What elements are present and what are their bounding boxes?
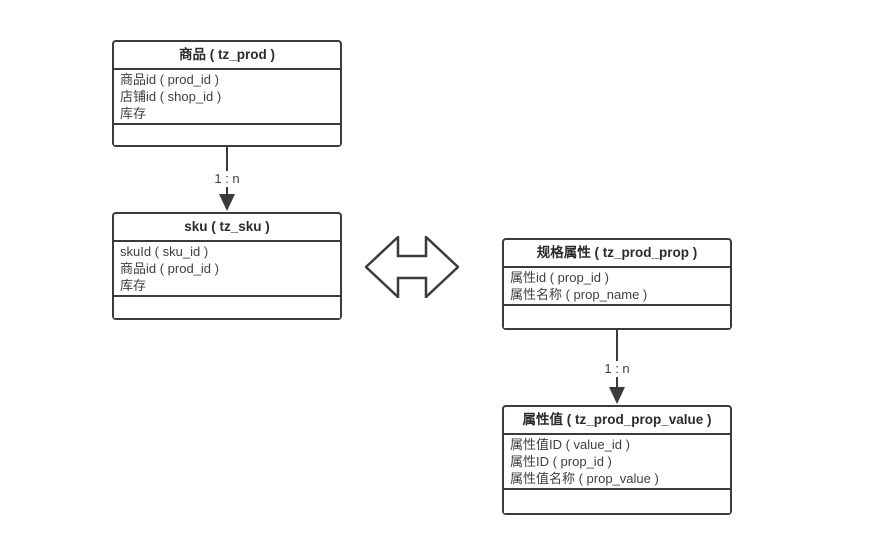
entity-prod-title: 商品 ( tz_prod ): [114, 42, 340, 70]
entity-field: 属性值名称 ( prop_value ): [510, 471, 659, 486]
entity-field: 属性id ( prop_id ): [510, 270, 609, 285]
entity-sku-fields: skuId ( sku_id ) 商品id ( prod_id ) 库存: [114, 242, 340, 297]
entity-prod: 商品 ( tz_prod ) 商品id ( prod_id ) 店铺id ( s…: [112, 40, 342, 147]
arrowhead-down-icon: [219, 194, 235, 211]
entity-field: 商品id ( prod_id ): [120, 261, 219, 276]
entity-field: 属性名称 ( prop_name ): [510, 287, 648, 302]
entity-field: 库存: [120, 278, 147, 293]
entity-prod-prop-title: 规格属性 ( tz_prod_prop ): [504, 240, 730, 268]
entity-prod-prop-value-title: 属性值 ( tz_prod_prop_value ): [504, 407, 730, 435]
entity-prod-prop: 规格属性 ( tz_prod_prop ) 属性id ( prop_id ) 属…: [502, 238, 732, 330]
entity-empty-section: [504, 306, 730, 328]
connector-prop-propvalue-line: [616, 330, 618, 387]
entity-prod-prop-value: 属性值 ( tz_prod_prop_value ) 属性值ID ( value…: [502, 405, 732, 515]
entity-prod-prop-fields: 属性id ( prop_id ) 属性名称 ( prop_name ): [504, 268, 730, 306]
entity-field: skuId ( sku_id ): [120, 244, 209, 259]
connector-prod-sku-line: [226, 147, 228, 194]
entity-sku: sku ( tz_sku ) skuId ( sku_id ) 商品id ( p…: [112, 212, 342, 320]
cardinality-label: 1 : n: [600, 361, 634, 377]
relation-double-arrow-icon: [365, 236, 459, 298]
entity-empty-section: [504, 490, 730, 513]
entity-prod-prop-value-fields: 属性值ID ( value_id ) 属性ID ( prop_id ) 属性值名…: [504, 435, 730, 490]
entity-field: 店铺id ( shop_id ): [120, 89, 222, 104]
entity-field: 属性值ID ( value_id ): [510, 437, 630, 452]
arrowhead-down-icon: [609, 387, 625, 404]
entity-empty-section: [114, 125, 340, 145]
entity-prod-fields: 商品id ( prod_id ) 店铺id ( shop_id ) 库存: [114, 70, 340, 125]
entity-sku-title: sku ( tz_sku ): [114, 214, 340, 242]
entity-field: 商品id ( prod_id ): [120, 72, 219, 87]
entity-field: 库存: [120, 106, 147, 121]
cardinality-label: 1 : n: [210, 171, 244, 187]
entity-empty-section: [114, 297, 340, 318]
entity-field: 属性ID ( prop_id ): [510, 454, 612, 469]
